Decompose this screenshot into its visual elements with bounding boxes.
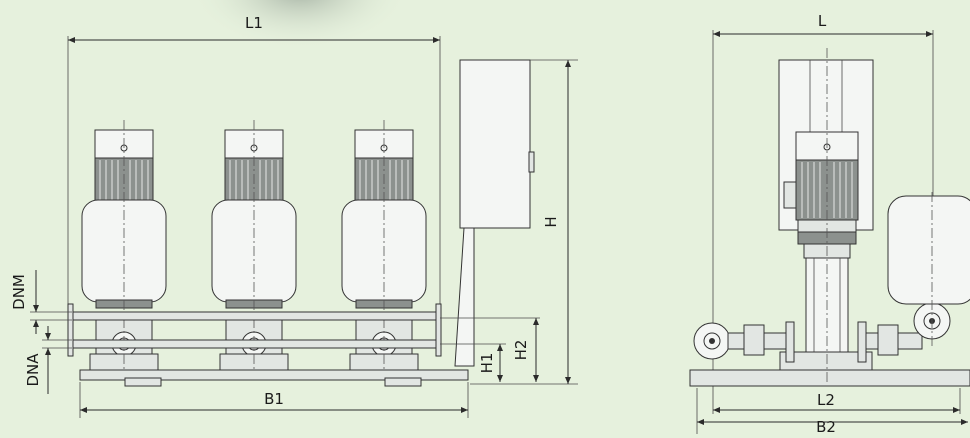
dim-label-dnm: DNM	[10, 274, 28, 310]
dim-label-l1: L1	[245, 14, 263, 32]
front-view: L1 B1 H H1 H2 DNM DNA	[10, 14, 578, 418]
suction-manifold	[71, 339, 439, 349]
dim-label-h2: H2	[512, 340, 530, 361]
dim-label-dna: DNA	[24, 353, 42, 387]
dim-label-b2: B2	[816, 418, 836, 434]
side-view: L L2 B2	[689, 12, 970, 436]
pump-unit	[81, 120, 167, 372]
base-foot	[124, 377, 162, 387]
cabinet-handle	[528, 151, 535, 173]
base-foot	[384, 377, 422, 387]
dim-label-l: L	[818, 12, 827, 30]
cabinet-stand	[454, 227, 475, 367]
base-frame	[689, 369, 970, 387]
manifold-flange	[435, 303, 442, 357]
dim-label-h1: H1	[478, 353, 496, 374]
decorative-shadow	[191, 0, 409, 50]
dim-label-l2: L2	[817, 391, 835, 409]
dim-label-b1: B1	[264, 390, 284, 408]
pump-unit	[211, 120, 297, 372]
pump-unit	[341, 120, 427, 372]
dim-label-h: H	[542, 216, 560, 227]
discharge-manifold	[71, 311, 439, 321]
pump-base	[779, 351, 873, 371]
manifold-flange	[67, 303, 74, 357]
pressure-tank	[887, 195, 970, 305]
terminal-box	[783, 181, 797, 209]
control-cabinet	[459, 59, 531, 229]
